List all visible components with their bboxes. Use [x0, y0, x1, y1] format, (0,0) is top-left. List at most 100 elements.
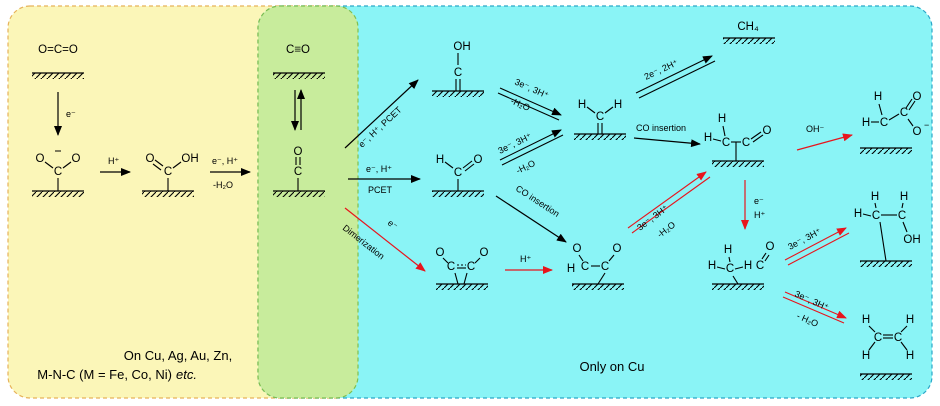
arrow-cho-to-ch2-b	[501, 134, 564, 166]
caption-left-line2: M-N-C (M = Fe, Co, Ni)	[37, 367, 172, 382]
atom: C	[447, 261, 455, 273]
arrow-cho-co-insertion	[495, 195, 567, 243]
atom: C	[454, 67, 462, 79]
arrow-cho-to-ch2-a	[499, 129, 562, 161]
atom: H	[718, 113, 726, 125]
label-electron-proton-mid: e⁻, H⁺	[366, 164, 392, 174]
arrow-acetald-to-ethanol-b	[787, 232, 850, 266]
atom: OH	[181, 153, 198, 165]
captions: On Cu, Ag, Au, Zn, M-N-C (M = Fe, Co, Ni…	[37, 348, 644, 382]
atom: O	[474, 154, 483, 166]
species-ethylene: H H H H C C	[862, 314, 914, 362]
label-electron: e⁻	[66, 109, 76, 119]
arrow-ocho-to-ketene-b	[631, 176, 711, 234]
surface-ch2	[574, 133, 626, 140]
arrow-co-to-coh	[344, 79, 419, 149]
arrow-ketene-to-acetate	[796, 133, 853, 151]
species-ch2: H C H	[578, 99, 622, 134]
arrow-acetald-to-ethylene-a	[784, 291, 847, 319]
arrow-acetald-to-ethylene-b	[782, 296, 845, 324]
species-co-ads: O C	[294, 146, 303, 191]
atom: H	[724, 244, 732, 256]
atom: H	[436, 154, 444, 166]
surface-co-ads	[273, 190, 325, 197]
atom: O	[436, 247, 445, 259]
species-acetaldehyde: H H H C C O	[708, 241, 775, 285]
atom: O	[913, 91, 922, 103]
species-ch4: CH₄	[737, 21, 759, 33]
region-right-cyan	[257, 5, 933, 399]
surface-co2	[32, 72, 84, 79]
atom: H	[906, 350, 914, 362]
atom: C	[756, 260, 764, 272]
atom: H	[871, 191, 879, 203]
species-acetate: H H C C O O −	[862, 91, 929, 138]
caption-right: Only on Cu	[579, 359, 644, 374]
atom: O	[36, 153, 45, 165]
label-electron-down: e⁻	[754, 196, 764, 206]
atom: H	[862, 117, 870, 129]
atom: C	[726, 263, 734, 275]
species-co2: O=C=O	[38, 44, 78, 56]
label-electron-proton: e⁻, H⁺	[212, 156, 238, 166]
arrow-co-dimerization	[344, 207, 426, 272]
atom: O	[573, 243, 582, 255]
atom: C	[722, 137, 730, 149]
atom: H	[567, 263, 575, 275]
species-co2-anion: O C O	[36, 150, 81, 191]
surface-acetald	[712, 283, 764, 290]
surface-cooh	[142, 190, 194, 197]
co-gas-label: C≡O	[286, 44, 310, 56]
caption-left-etc: etc.	[176, 367, 197, 382]
atom: C	[596, 111, 604, 123]
atom: C	[880, 117, 888, 129]
atom: OH	[903, 234, 920, 246]
species-cho: H C O	[436, 154, 483, 191]
atom: C	[601, 261, 609, 273]
label-hydroxide: OH⁻	[806, 124, 825, 134]
surface-cho	[432, 190, 484, 197]
minus-sign: −	[924, 120, 929, 130]
surface-ocho	[572, 283, 624, 290]
atom: O	[294, 146, 303, 158]
atom: H	[614, 99, 622, 111]
atom: OH	[453, 41, 470, 53]
surface-ethanol	[860, 260, 912, 267]
atom: H	[862, 350, 870, 362]
atom: C	[581, 261, 589, 273]
atom: H	[874, 91, 882, 103]
atom: O	[613, 243, 622, 255]
surface-co-gas	[273, 72, 325, 79]
arrow-ocho-to-ketene-a	[627, 171, 707, 229]
atom: H	[906, 314, 914, 326]
atom: C	[894, 332, 902, 344]
species-co-gas: C≡O	[286, 44, 310, 56]
arrows	[54, 55, 853, 324]
atom: C	[54, 166, 62, 178]
atom: C	[467, 261, 475, 273]
atom: O	[146, 153, 155, 165]
atom: O	[72, 153, 81, 165]
surface-dimer	[436, 283, 488, 290]
surface-ethylene	[860, 373, 912, 380]
co2-label: O=C=O	[38, 44, 78, 56]
species-cooh: O C OH	[146, 153, 199, 191]
label-co-insertion-top: CO insertion	[636, 123, 686, 133]
atom: H	[704, 132, 712, 144]
atom: O	[763, 125, 772, 137]
atom: C	[164, 166, 172, 178]
surface-co2-anion	[32, 190, 84, 197]
label-water-loss: -H₂O	[213, 180, 233, 190]
atom: C	[742, 137, 750, 149]
label-proton: H⁺	[108, 156, 119, 166]
surface-acetate	[860, 147, 912, 154]
atom: H	[862, 314, 870, 326]
caption-left-line1: On Cu, Ag, Au, Zn,	[124, 348, 232, 363]
atom: H	[744, 260, 752, 272]
atom: C	[874, 332, 882, 344]
arrow-acetald-to-ethanol-a	[784, 227, 847, 261]
region-overlap-green	[257, 5, 359, 399]
species-dimer: O C C O	[436, 247, 489, 285]
arrow-coh-to-ch2-b	[497, 92, 560, 121]
